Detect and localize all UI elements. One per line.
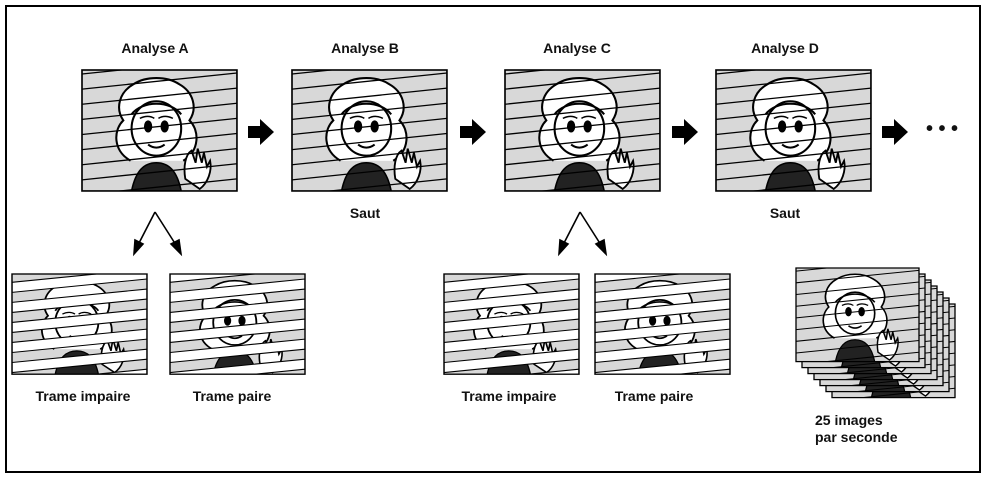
continuation-dots: • • • bbox=[925, 118, 959, 140]
frame-rate-caption: 25 images par seconde bbox=[815, 412, 898, 445]
arrow-a-to-b bbox=[248, 119, 274, 145]
scan-a-odd-field-label: Trame impaire bbox=[35, 388, 131, 404]
scan-a-label: Analyse A bbox=[121, 40, 189, 56]
arrow-d-continue bbox=[882, 119, 908, 145]
scan-d-skip-note: Saut bbox=[769, 205, 801, 221]
arrow-c-to-d bbox=[672, 119, 698, 145]
scan-a-odd-field-image bbox=[12, 269, 147, 393]
scan-c-odd-field-label: Trame impaire bbox=[461, 388, 557, 404]
scan-b-frame bbox=[292, 58, 447, 210]
scan-c-even-field-label: Trame paire bbox=[614, 388, 694, 404]
scan-c-frame bbox=[505, 58, 660, 210]
split-arrows-a bbox=[133, 211, 183, 257]
frame-stack-image bbox=[796, 259, 955, 413]
scan-d-frame bbox=[716, 58, 871, 210]
scan-c-label: Analyse C bbox=[543, 40, 611, 56]
scan-c-even-field-image bbox=[595, 259, 730, 383]
scan-a-frame bbox=[82, 58, 237, 210]
split-arrows-c bbox=[558, 211, 608, 257]
scan-a-even-field-image bbox=[170, 259, 305, 383]
scan-a-even-field-label: Trame paire bbox=[192, 388, 272, 404]
scan-b-label: Analyse B bbox=[331, 40, 399, 56]
diagram-border bbox=[5, 5, 981, 473]
scan-c-odd-field-image bbox=[444, 269, 579, 393]
scan-b-skip-note: Saut bbox=[349, 205, 381, 221]
scan-d-label: Analyse D bbox=[751, 40, 819, 56]
arrow-b-to-c bbox=[460, 119, 486, 145]
